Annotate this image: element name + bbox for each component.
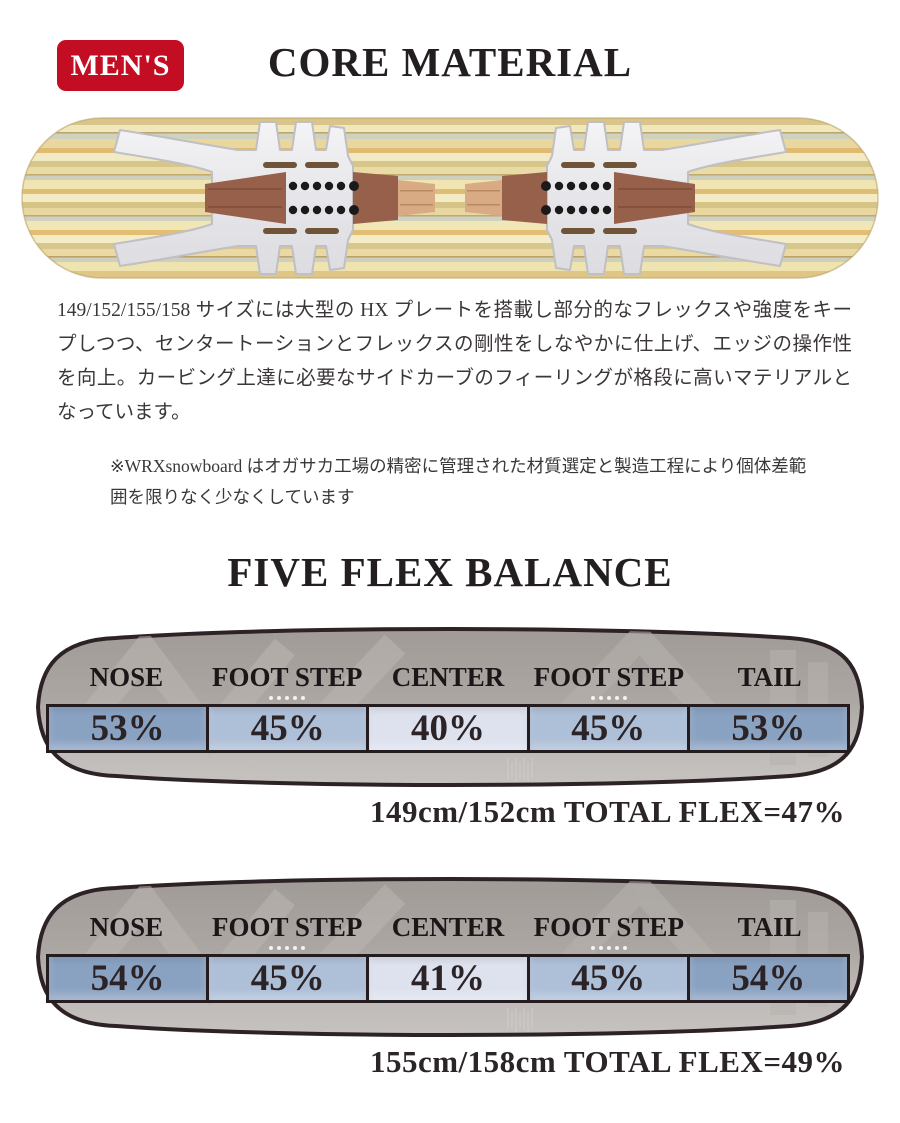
flex-segment-center: 41% xyxy=(366,957,527,1000)
flex-board-2-caption: 155cm/158cm TOTAL FLEX=49% xyxy=(369,1044,845,1079)
core-board-illustration xyxy=(21,117,879,279)
flex-board-1-bar: 53% 45% 40% 45% 53% xyxy=(46,704,850,753)
flex-segment-tail: 54% xyxy=(686,957,848,1000)
segment-label: FOOT STEP xyxy=(533,662,684,692)
insert-holes xyxy=(288,181,359,215)
insert-tail xyxy=(398,180,435,216)
core-description: 149/152/155/158 サイズには大型の HX プレートを搭載し部分的な… xyxy=(57,300,852,423)
segment-label: NOSE xyxy=(89,912,164,942)
segment-label: FOOT STEP xyxy=(212,662,363,692)
segment-label: TAIL xyxy=(737,662,802,692)
segment-label: CENTER xyxy=(391,912,505,942)
segment-label: FOOT STEP xyxy=(212,912,363,942)
flex-segment-tail: 53% xyxy=(686,707,848,750)
flex-segment-footstep: 45% xyxy=(526,707,687,750)
hx-plate-left xyxy=(113,121,435,275)
segment-label: FOOT STEP xyxy=(533,912,684,942)
insert-dots xyxy=(590,944,627,952)
mens-badge: MEN'S xyxy=(57,40,184,91)
flex-segment-nose: 54% xyxy=(49,957,207,1000)
flex-segment-footstep: 45% xyxy=(526,957,687,1000)
flex-board-2-labels: NOSE FOOT STEP CENTER FOOT STEP TAIL xyxy=(46,904,850,952)
segment-label: TAIL xyxy=(737,912,802,942)
five-flex-balance-title: FIVE FLEX BALANCE xyxy=(227,549,673,595)
core-note: ※WRXsnowboard はオガサカ工場の精密に管理された材質選定と製造工程に… xyxy=(110,456,807,507)
hx-plate-right xyxy=(465,121,787,275)
flex-segment-footstep: 45% xyxy=(206,707,367,750)
flex-segment-center: 40% xyxy=(366,707,527,750)
segment-label: CENTER xyxy=(391,662,505,692)
flex-board-1-caption: 149cm/152cm TOTAL FLEX=47% xyxy=(369,794,845,829)
insert-dots xyxy=(590,694,627,702)
flex-board-2-bar: 54% 45% 41% 45% 54% xyxy=(46,954,850,1003)
segment-label: NOSE xyxy=(89,662,164,692)
insert-dots xyxy=(269,694,306,702)
flex-segment-footstep: 45% xyxy=(206,957,367,1000)
core-material-title: CORE MATERIAL xyxy=(267,39,633,85)
board-outline xyxy=(21,117,879,279)
flex-segment-nose: 53% xyxy=(49,707,207,750)
insert-block-right xyxy=(353,172,398,224)
plate-slots xyxy=(263,162,339,234)
insert-block-left xyxy=(205,172,286,224)
flex-board-1-labels: NOSE FOOT STEP CENTER FOOT STEP TAIL xyxy=(46,654,850,702)
insert-dots xyxy=(269,944,306,952)
